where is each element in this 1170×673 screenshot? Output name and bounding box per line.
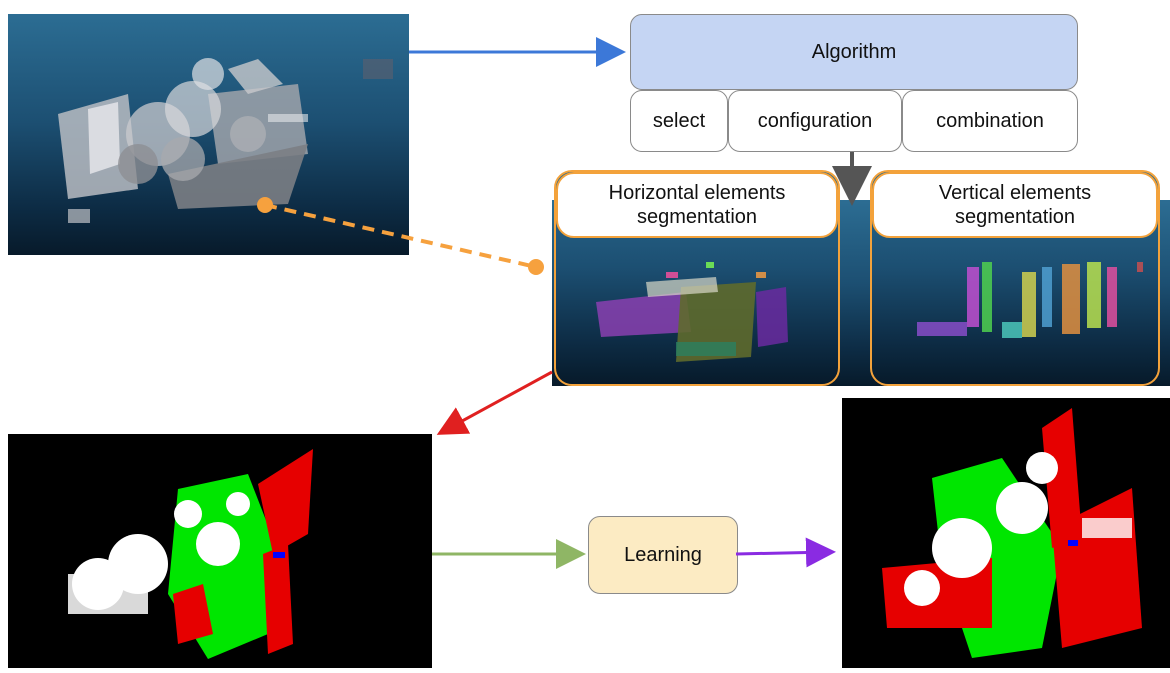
select-option: select: [630, 90, 728, 152]
raw-point-cloud-panel: [8, 14, 409, 255]
vertical-segmentation-panel: Vertical elements segmentation: [870, 170, 1160, 386]
raw-point-cloud-image: [58, 58, 393, 223]
configuration-option: configuration: [728, 90, 902, 152]
labeled-point-cloud-panel: [8, 434, 432, 668]
learning-box: Learning: [588, 516, 738, 594]
horizontal-segmentation-panel: Horizontal elements segmentation: [554, 170, 840, 386]
dashed-link-end-dot: [528, 259, 544, 275]
learned-result-panel: [842, 398, 1170, 668]
dashed-link-start-dot: [257, 197, 273, 213]
vertical-segmentation-label: Vertical elements segmentation: [872, 172, 1158, 238]
vertical-segmentation-image: [917, 262, 1143, 338]
arrow-from-learning: [735, 537, 836, 568]
dashed-link-raw-to-horizontal: [264, 203, 537, 269]
horizontal-segmentation-image: [596, 262, 788, 362]
labeled-point-cloud-image: [68, 449, 313, 659]
algorithm-box: Algorithm: [630, 14, 1078, 90]
combination-option: combination: [902, 90, 1078, 152]
horizontal-segmentation-label: Horizontal elements segmentation: [556, 172, 838, 238]
arrow-to-labeled: [436, 370, 553, 435]
learned-result-image: [882, 408, 1142, 658]
